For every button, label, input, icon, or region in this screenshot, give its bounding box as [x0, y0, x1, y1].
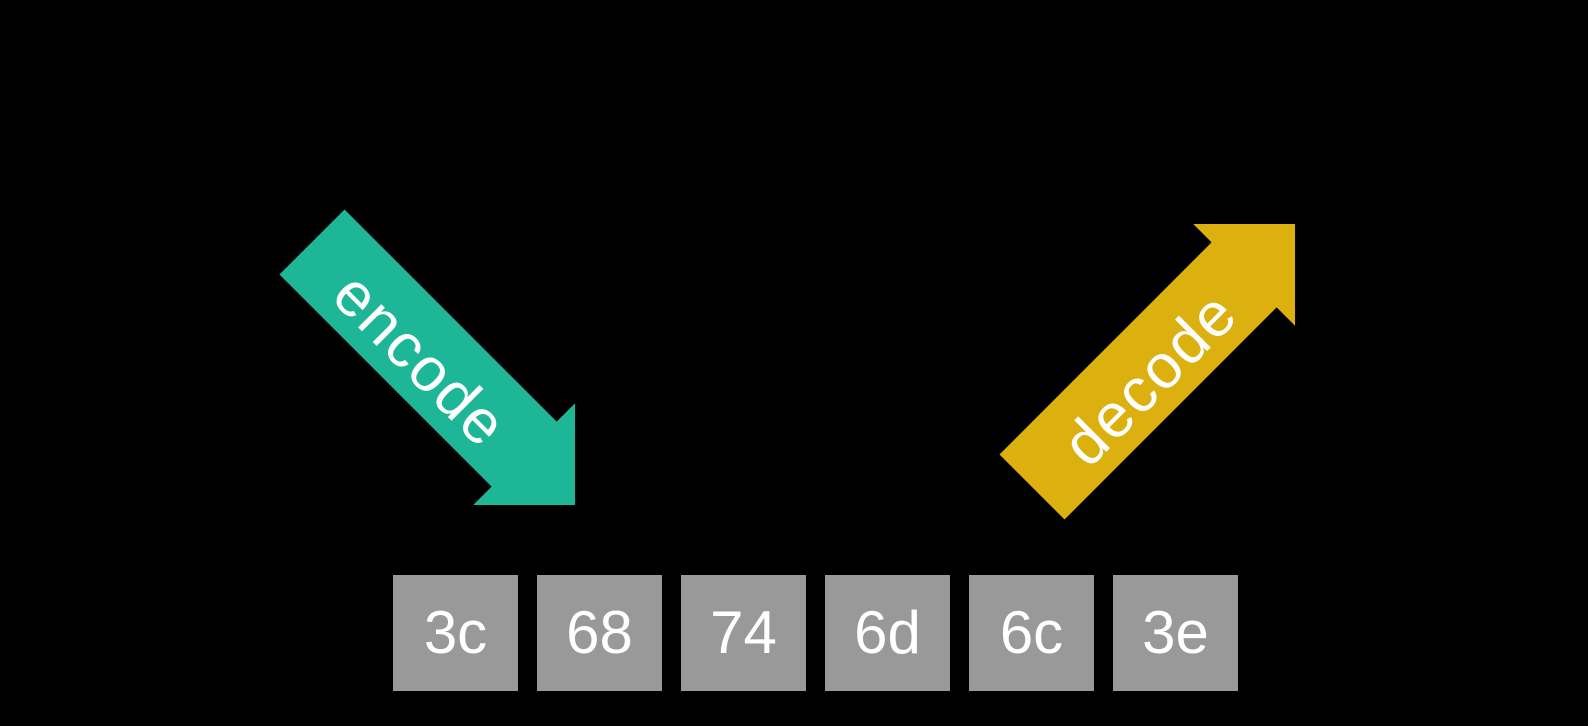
- decode-arrow: decode: [999, 223, 1296, 520]
- hex-byte-cell: 6d: [825, 575, 950, 691]
- hex-byte-cell: 68: [537, 575, 662, 691]
- hex-byte-cell: 74: [681, 575, 806, 691]
- hex-byte-cell: 3e: [1113, 575, 1238, 691]
- hex-byte-row: 3c 68 74 6d 6c 3e: [393, 575, 1238, 691]
- hex-byte-cell: 3c: [393, 575, 518, 691]
- encode-arrow-shape: [279, 209, 576, 506]
- encode-arrow: encode: [279, 209, 576, 506]
- decode-arrow-shape: [999, 223, 1296, 520]
- hex-byte-cell: 6c: [969, 575, 1094, 691]
